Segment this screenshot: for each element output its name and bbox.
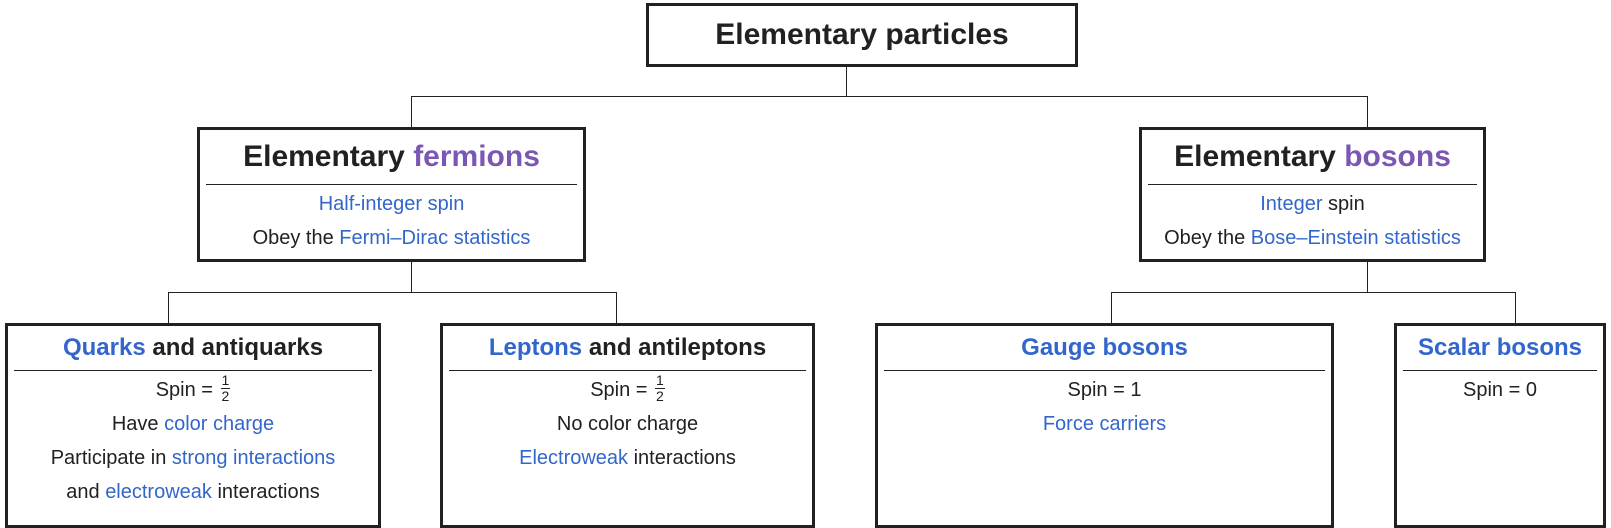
gauge-force-line: Force carriers bbox=[878, 407, 1331, 441]
scalar-bosons-link[interactable]: Scalar bosons bbox=[1417, 334, 1583, 361]
leptons-spin-prefix: Spin = bbox=[590, 379, 654, 401]
fermions-title-link[interactable]: fermions bbox=[413, 140, 540, 173]
leptons-title-suffix: and antileptons bbox=[582, 334, 767, 361]
connector-to-gauge bbox=[1111, 292, 1112, 323]
bosons-spin-line: Integer spin bbox=[1142, 187, 1483, 221]
connector-bosons-down bbox=[1367, 262, 1368, 292]
root-node: Elementary particles bbox=[646, 3, 1078, 67]
leptons-link[interactable]: Leptons bbox=[488, 334, 583, 361]
connector-to-bosons bbox=[1367, 96, 1368, 127]
root-title: Elementary particles bbox=[715, 18, 1009, 51]
connector-fermions-horizontal bbox=[168, 292, 617, 293]
strong-interactions-link[interactable]: strong interactions bbox=[171, 447, 336, 469]
quarks-electroweak-suffix: interactions bbox=[211, 481, 320, 503]
quarks-electroweak-line: and electroweak interactions bbox=[8, 475, 378, 509]
quarks-color-line: Have color charge bbox=[8, 407, 378, 441]
gauge-bosons-body: Spin = 1 Force carriers bbox=[878, 371, 1331, 441]
fermions-title: Elementary fermions bbox=[206, 130, 577, 185]
fermions-body: Half-integer spin Obey the Fermi–Dirac s… bbox=[200, 185, 583, 255]
fermions-node: Elementary fermions Half-integer spin Ob… bbox=[197, 127, 586, 262]
gauge-bosons-title: Gauge bosons bbox=[884, 326, 1325, 371]
quarks-color-prefix: Have bbox=[111, 413, 165, 435]
gauge-spin-line: Spin = 1 bbox=[1067, 379, 1142, 401]
leptons-spin-numerator: 1 bbox=[655, 372, 665, 390]
quarks-title-suffix: and antiquarks bbox=[145, 334, 324, 361]
quarks-title: Quarks and antiquarks bbox=[14, 326, 372, 371]
quarks-strong-line: Participate in strong interactions bbox=[8, 441, 378, 475]
fermions-statistics-line: Obey the Fermi–Dirac statistics bbox=[200, 221, 583, 255]
gauge-bosons-node: Gauge bosons Spin = 1 Force carriers bbox=[875, 323, 1334, 528]
quarks-spin-prefix: Spin = bbox=[155, 379, 219, 401]
quarks-spin-numerator: 1 bbox=[220, 372, 231, 390]
bosons-title-plain: Elementary bbox=[1174, 140, 1345, 173]
connector-fermions-down bbox=[411, 262, 412, 292]
leptons-spin-denominator: 2 bbox=[656, 388, 664, 405]
connector-to-leptons bbox=[616, 292, 617, 323]
bosons-node: Elementary bosons Integer spin Obey the … bbox=[1139, 127, 1486, 262]
half-integer-spin-link[interactable]: Half-integer spin bbox=[318, 193, 465, 215]
integer-link[interactable]: Integer bbox=[1260, 193, 1323, 215]
scalar-bosons-node: Scalar bosons Spin = 0 bbox=[1394, 323, 1606, 528]
color-charge-link[interactable]: color charge bbox=[164, 413, 275, 435]
quarks-spin-denominator: 2 bbox=[221, 388, 230, 405]
bosons-statistics-line: Obey the Bose–Einstein statistics bbox=[1142, 221, 1483, 255]
bosons-body: Integer spin Obey the Bose–Einstein stat… bbox=[1142, 185, 1483, 255]
fermions-statistics-prefix: Obey the bbox=[252, 227, 340, 249]
scalar-bosons-title: Scalar bosons bbox=[1403, 326, 1597, 371]
leptons-electroweak-link[interactable]: Electroweak bbox=[519, 447, 629, 469]
leptons-electroweak-line: Electroweak interactions bbox=[443, 441, 812, 475]
bose-einstein-statistics-link[interactable]: Bose–Einstein statistics bbox=[1250, 227, 1461, 249]
connector-to-fermions bbox=[411, 96, 412, 127]
force-carriers-link[interactable]: Force carriers bbox=[1042, 413, 1167, 435]
gauge-bosons-link[interactable]: Gauge bosons bbox=[1021, 334, 1188, 361]
electroweak-link[interactable]: electroweak bbox=[105, 481, 212, 503]
connector-to-scalar bbox=[1515, 292, 1516, 323]
connector-bosons-horizontal bbox=[1111, 292, 1516, 293]
fermi-dirac-statistics-link[interactable]: Fermi–Dirac statistics bbox=[339, 227, 531, 249]
leptons-title: Leptons and antileptons bbox=[449, 326, 806, 371]
bosons-title-link[interactable]: bosons bbox=[1344, 140, 1451, 173]
leptons-electroweak-suffix: interactions bbox=[628, 447, 736, 469]
connector-to-quarks bbox=[168, 292, 169, 323]
quarks-electroweak-prefix: and bbox=[66, 481, 106, 503]
scalar-bosons-body: Spin = 0 bbox=[1397, 371, 1603, 407]
quarks-link[interactable]: Quarks bbox=[62, 334, 146, 361]
leptons-color-line: No color charge bbox=[556, 413, 699, 435]
fermions-title-plain: Elementary bbox=[243, 140, 414, 173]
bosons-statistics-prefix: Obey the bbox=[1164, 227, 1251, 249]
scalar-spin-line: Spin = 0 bbox=[1463, 379, 1537, 401]
connector-level1-horizontal bbox=[411, 96, 1368, 97]
quarks-strong-prefix: Participate in bbox=[50, 447, 172, 469]
fermions-spin-line: Half-integer spin bbox=[200, 187, 583, 221]
connector-root-down bbox=[846, 67, 847, 96]
bosons-spin-suffix: spin bbox=[1322, 193, 1365, 215]
bosons-title: Elementary bosons bbox=[1148, 130, 1477, 185]
